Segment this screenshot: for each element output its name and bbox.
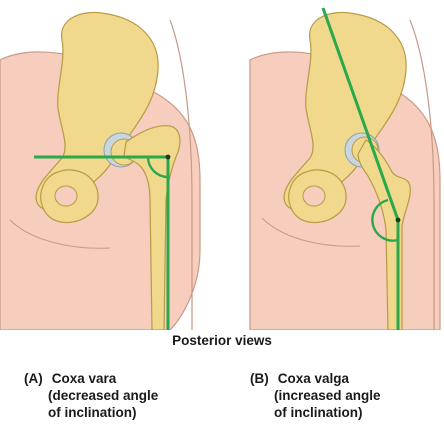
angle-arc-a [146,156,169,179]
obturator-foramen-b [302,185,326,207]
angle-arc-b [371,198,399,242]
vertex-dot-a [165,154,171,160]
caption-a: (A) Coxa vara (decreased angle of inclin… [24,370,158,421]
caption-b-line3: of inclination) [274,405,363,420]
caption-a-name: Coxa vara [51,371,117,386]
caption-b-tag: (B) [250,371,269,386]
illustration [0,7,441,330]
figure-title: Posterior views [172,333,272,348]
oblique-axis-line-b [321,7,400,221]
panel-b-drawing [249,7,441,330]
obturator-foramen-a [54,185,78,207]
skin-right-edge-a [169,19,193,330]
buttock-crease-a [9,219,111,249]
caption-a-line2: (decreased angle [48,388,159,403]
buttock-crease-b [261,217,361,247]
caption-b: (B) Coxa valga (increased angle of incli… [250,370,381,421]
caption-a-line3: of inclination) [48,405,137,420]
caption-a-tag: (A) [24,371,43,386]
caption-b-line2: (increased angle [274,388,381,403]
skin-right-edge-b [409,19,435,330]
caption-b-name: Coxa valga [277,371,350,386]
panel-a-drawing [0,11,201,330]
vertex-dot-b [395,217,401,223]
